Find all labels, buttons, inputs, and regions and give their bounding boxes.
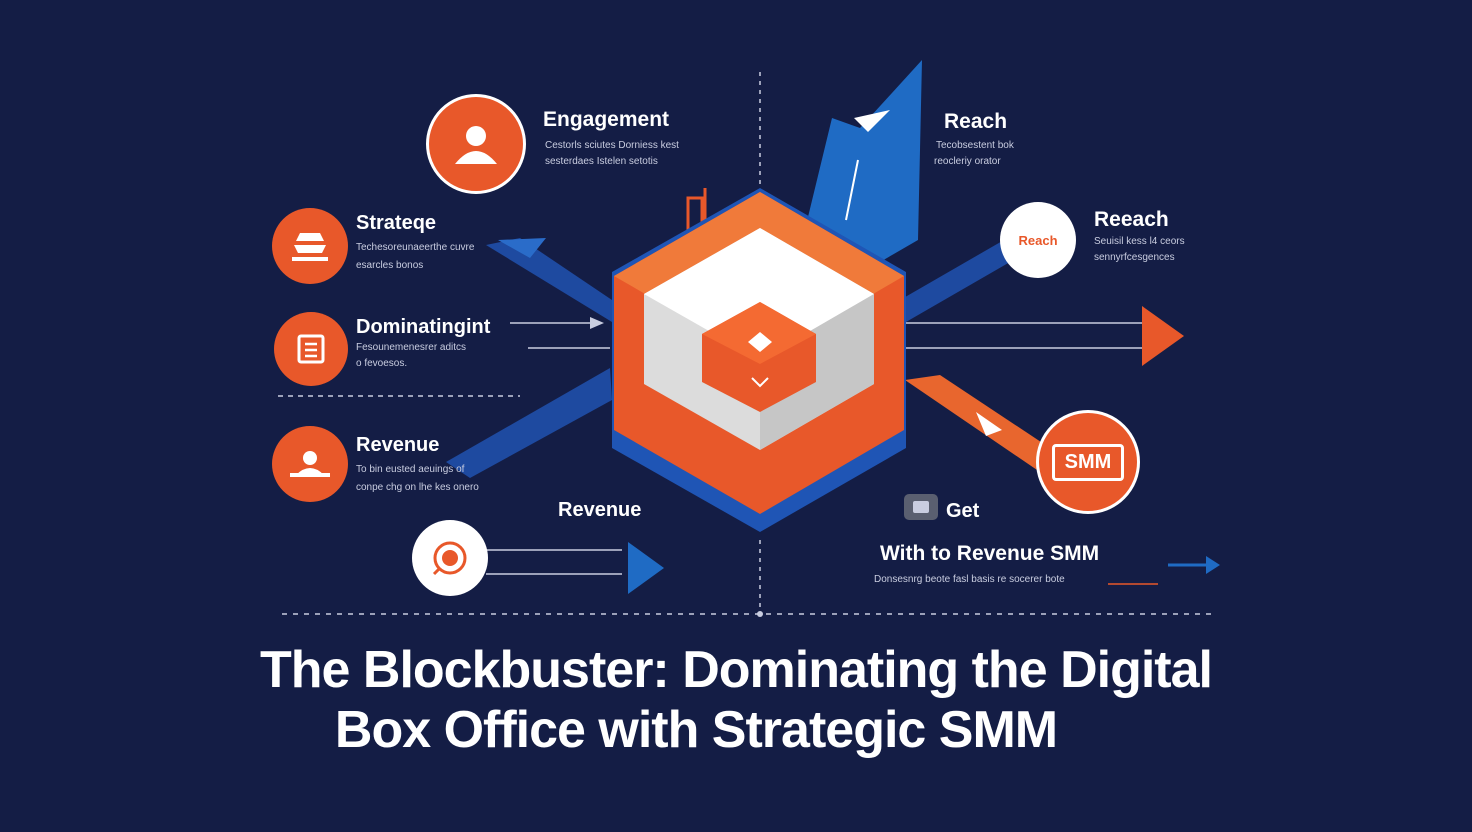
target-circle (412, 520, 488, 596)
blue-band-lower-left (446, 368, 612, 478)
revenue-sub-2: conpe chg on lhe kes onero (356, 482, 479, 493)
people-icon (290, 451, 330, 477)
strategy-circle (272, 208, 348, 284)
reach-sub-2: reocleriy orator (934, 156, 1001, 167)
with-revenue-sub: Donsesnrg beote fasl basis re socerer bo… (874, 574, 1065, 585)
revenue-label: Revenue (356, 434, 440, 456)
arrow-glyph-up (854, 110, 890, 132)
smm-badge: SMM (1051, 443, 1125, 481)
dominating-label: Dominatingint (356, 316, 491, 338)
title-line-2: Box Office with Strategic SMM (334, 701, 1058, 759)
reach-label: Reach (944, 110, 1008, 133)
engagement-sub-1: Cestorls sciutes Dorniess kest (545, 140, 679, 151)
blue-arrowhead-upper-left (498, 238, 546, 258)
reach-badge-text: Reach (1018, 232, 1058, 248)
blue-arrowhead-bottom-left (628, 542, 664, 594)
engagement-circle (426, 94, 526, 194)
orange-band-lower-right (905, 375, 1050, 472)
bottom-revenue-label: Revenue (558, 499, 642, 521)
reach-badge-circle: Reach (1000, 202, 1076, 278)
blue-rising-arrow (800, 60, 922, 262)
reeach-sub-2: sennyrfcesgences (1094, 252, 1175, 263)
with-revenue-smm-label: With to Revenue SMM (880, 542, 1100, 565)
revenue-circle (272, 426, 348, 502)
dominating-sub-1: Fesounemenesrer aditcs (356, 342, 467, 353)
title-line-1: The Blockbuster: Dominating the Digital (260, 641, 1213, 699)
dominating-circle (274, 312, 348, 386)
chat-icon (904, 494, 938, 520)
reeach-sub-1: Seuisil kess l4 ceors (1094, 236, 1185, 247)
user-icon (455, 126, 497, 164)
strategy-sub-2: esarcles bonos (356, 260, 424, 271)
orange-arrowhead-right (1142, 306, 1184, 366)
strategy-sub-1: Techesoreunaeerthe cuvre (356, 242, 475, 253)
guide-dot (757, 611, 763, 617)
engagement-label: Engagement (543, 108, 670, 131)
reeach-label: Reeach (1094, 208, 1169, 231)
strategy-label: Strateqe (356, 212, 437, 234)
target-icon (432, 541, 467, 576)
layers-icon (292, 233, 328, 261)
blue-arrowhead-bottom-right (1206, 556, 1220, 574)
get-label: Get (946, 500, 980, 522)
document-icon (297, 334, 325, 364)
dominating-sub-2: o fevoesos. (356, 358, 408, 369)
blue-band-upper-right (900, 240, 1010, 322)
page-title: The Blockbuster: Dominating the Digital … (0, 640, 1472, 760)
smm-circle: SMM (1036, 410, 1140, 514)
reach-sub-1: Tecobsestent bok (936, 140, 1014, 151)
engagement-sub-2: sesterdaes Istelen setotis (545, 156, 658, 167)
revenue-sub-1: To bin eusted aeuings of (356, 464, 465, 475)
core-emblem (748, 332, 772, 352)
blue-band-upper-left (486, 238, 612, 322)
arrow-glyph-down (976, 412, 1002, 436)
arrow-glyph-line (845, 159, 859, 221)
